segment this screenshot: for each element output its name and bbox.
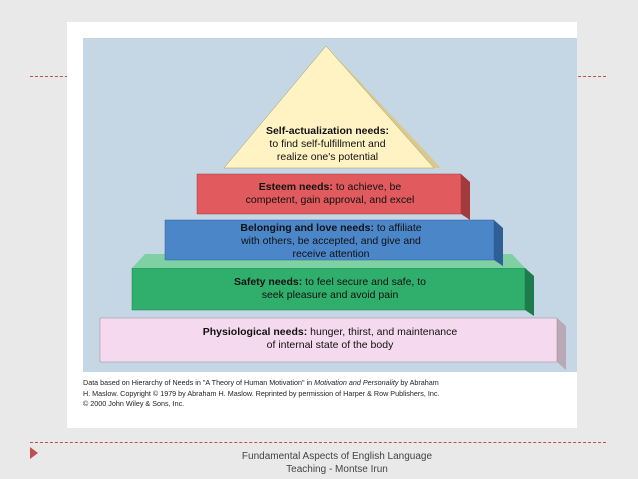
footer-line: Teaching - Montse Irun (286, 464, 388, 475)
footer-line: Fundamental Aspects of English Language (241, 451, 433, 462)
tier-title: Belonging and love needs: (240, 222, 374, 234)
tier-description: to feel secure and safe, to (302, 276, 427, 288)
tier-safety-label: Safety needs: to feel secure and safe, t… (140, 276, 520, 302)
tier-physiological-shape (99, 317, 558, 363)
tier-belonging-label: Belonging and love needs: to affiliate w… (172, 222, 490, 261)
bottom-divider (30, 442, 606, 443)
credit-text: by Abraham (398, 378, 439, 387)
tier-title: Physiological needs: (202, 326, 308, 338)
tier-self-actualization-shape (223, 45, 435, 169)
tier-description: to achieve, be (332, 181, 402, 193)
tier-description: with others, be accepted, and give and (241, 235, 421, 247)
tier-description: of internal state of the body (266, 339, 394, 351)
tier-description: seek pleasure and avoid pain (261, 289, 399, 301)
tier-title: Self-actualization needs: (265, 125, 390, 137)
tier-description: receive attention (292, 248, 370, 260)
tier-description: competent, gain approval, and excel (245, 194, 415, 206)
tier-description: to find self-fulfillment and (269, 138, 386, 150)
tier-title: Esteem needs: (258, 181, 333, 193)
credit-text: H. Maslow. Copyright © 1979 by Abraham H… (83, 388, 440, 398)
tier-title: Safety needs: (233, 276, 303, 288)
tier-esteem-shape (196, 173, 462, 215)
tier-safety-side (525, 268, 534, 316)
tier-physiological-side (557, 318, 566, 370)
source-credit: Data based on Hierarchy of Needs in "A T… (83, 378, 553, 410)
tier-self-actualization-label: Self-actualization needs: to find self-f… (235, 125, 420, 164)
credit-text: © 2000 John Wiley & Sons, Inc. (83, 399, 185, 408)
tier-physiological-label: Physiological needs: hunger, thirst, and… (110, 326, 550, 352)
tier-description: realize one's potential (276, 151, 379, 163)
credit-book-title: Motivation and Personality (314, 378, 399, 387)
tier-belonging-shape (164, 219, 495, 261)
tier-description: hunger, thirst, and maintenance (307, 326, 458, 338)
credit-text: Data based on Hierarchy of Needs in "A T… (83, 378, 315, 387)
tier-belonging-side (494, 220, 503, 266)
slide-footer: Fundamental Aspects of English Language … (232, 450, 442, 476)
tier-self-actualization-side (326, 46, 441, 168)
tier-description: to affiliate (373, 222, 422, 234)
tier-esteem-side (461, 174, 470, 220)
triangle-bullet-icon (30, 447, 38, 459)
tier-esteem-label: Esteem needs: to achieve, be competent, … (200, 181, 460, 207)
